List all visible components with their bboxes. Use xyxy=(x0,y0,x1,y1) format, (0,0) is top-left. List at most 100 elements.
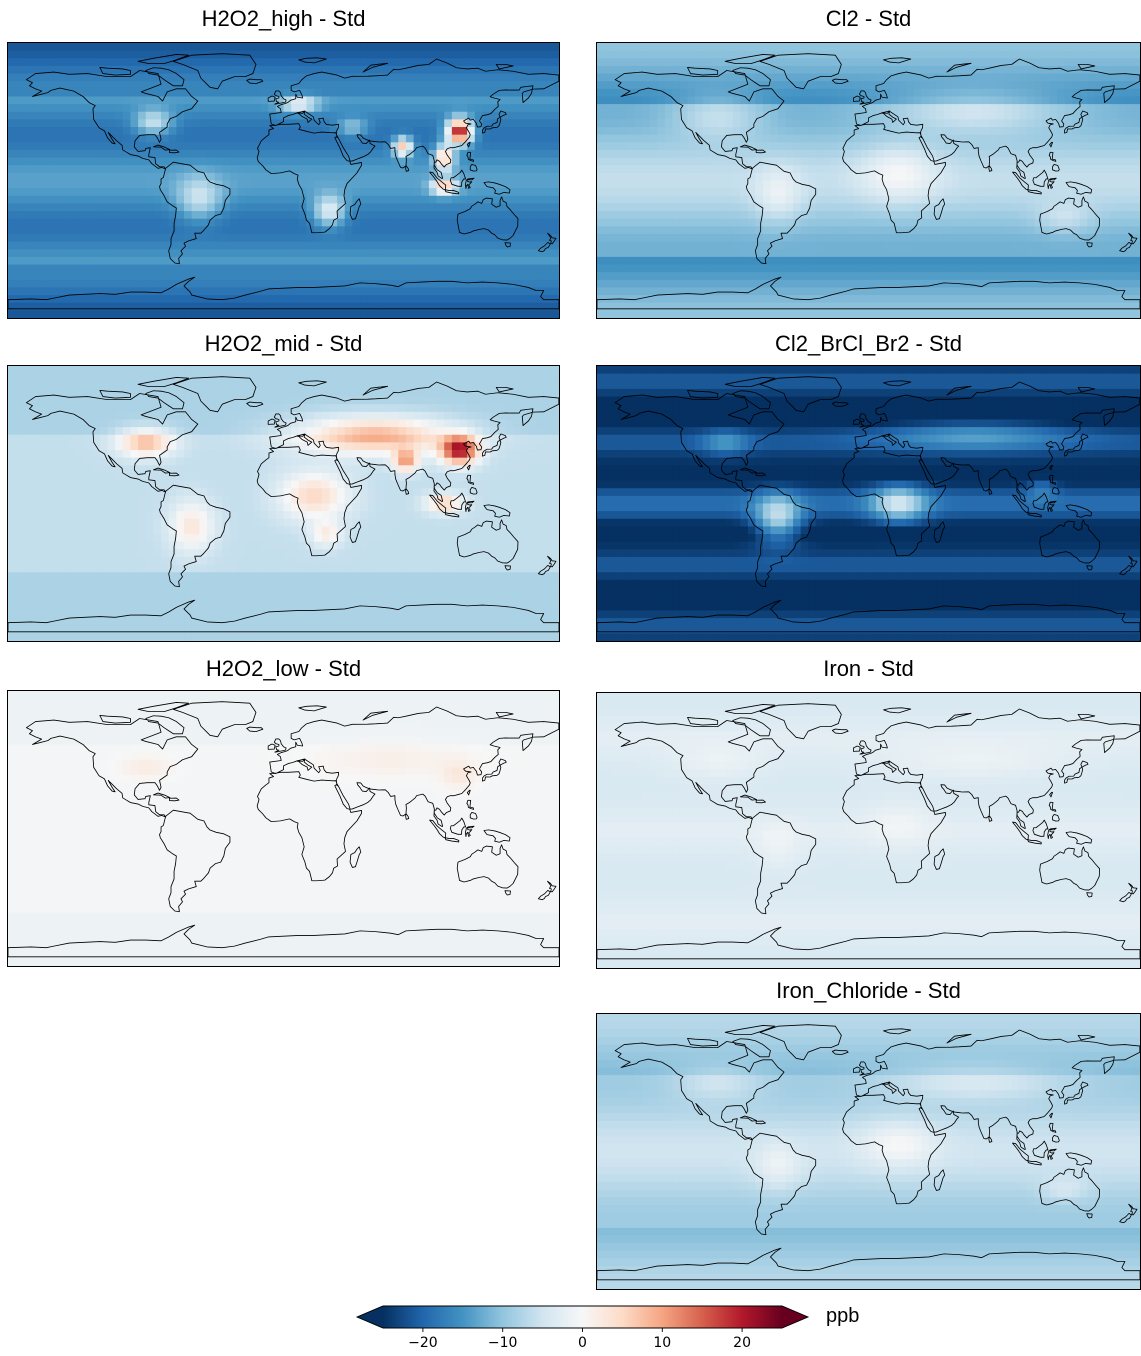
heatmap-cell xyxy=(360,272,369,281)
heatmap-cell xyxy=(474,195,483,204)
heatmap-cell xyxy=(344,104,353,113)
heatmap-cell xyxy=(421,58,430,67)
heatmap-cell xyxy=(672,43,681,52)
heatmap-cell xyxy=(344,149,353,159)
heatmap-cell xyxy=(876,73,885,82)
heatmap-cell xyxy=(436,134,445,143)
heatmap-cell xyxy=(1117,58,1126,67)
heatmap-cell xyxy=(76,279,85,288)
heatmap-cell xyxy=(838,226,847,235)
heatmap-cell xyxy=(214,111,223,120)
heatmap-cell xyxy=(778,218,786,227)
heatmap-cell xyxy=(528,127,537,136)
heatmap-cell xyxy=(1041,249,1050,258)
heatmap-cell xyxy=(717,256,726,265)
heatmap-cell xyxy=(868,233,877,243)
heatmap-cell xyxy=(551,264,559,273)
heatmap-cell xyxy=(853,188,862,197)
heatmap-cell xyxy=(543,256,552,265)
heatmap-cell xyxy=(298,279,307,288)
heatmap-cell xyxy=(291,249,300,258)
heatmap-cell xyxy=(474,149,483,159)
heatmap-cell xyxy=(1011,104,1020,113)
heatmap-cell xyxy=(770,96,779,105)
heatmap-cell xyxy=(1064,287,1073,296)
heatmap-cell xyxy=(732,256,741,265)
heatmap-cell xyxy=(815,119,824,128)
heatmap-cell xyxy=(467,188,476,197)
heatmap-cell xyxy=(321,310,330,318)
heatmap-cell xyxy=(830,119,839,128)
heatmap-cell xyxy=(184,142,193,151)
heatmap-cell xyxy=(61,256,70,265)
heatmap-cell xyxy=(710,233,719,243)
heatmap-cell xyxy=(943,180,952,189)
heatmap-cell xyxy=(853,233,862,243)
heatmap-cell xyxy=(436,211,445,220)
heatmap-cell xyxy=(913,73,922,82)
heatmap-cell xyxy=(619,50,628,59)
heatmap-cell xyxy=(1034,226,1043,235)
heatmap-cell xyxy=(1102,104,1111,113)
heatmap-cell xyxy=(853,256,862,265)
heatmap-cell xyxy=(314,43,323,52)
heatmap-cell xyxy=(800,96,809,105)
heatmap-cell xyxy=(936,65,945,75)
heatmap-cell xyxy=(740,58,749,67)
heatmap-cell xyxy=(184,218,193,227)
heatmap-cell xyxy=(168,180,177,189)
heatmap-cell xyxy=(61,295,70,304)
heatmap-cell xyxy=(184,211,193,220)
heatmap-cell xyxy=(444,249,453,258)
heatmap-cell xyxy=(252,81,262,90)
heatmap-cell xyxy=(913,241,922,250)
heatmap-cell xyxy=(360,211,369,220)
heatmap-cell xyxy=(830,264,839,273)
heatmap-cell xyxy=(30,81,40,90)
heatmap-cell xyxy=(237,104,246,113)
heatmap-cell xyxy=(959,111,967,120)
heatmap-cell xyxy=(252,218,262,227)
heatmap-cell xyxy=(184,96,193,105)
heatmap-cell xyxy=(1109,165,1118,174)
heatmap-cell xyxy=(321,81,330,90)
heatmap-cell xyxy=(845,272,854,281)
heatmap-cell xyxy=(800,142,809,151)
heatmap-cell xyxy=(467,195,476,204)
heatmap-cell xyxy=(245,256,254,265)
heatmap-cell xyxy=(421,233,430,243)
heatmap-cell xyxy=(823,241,832,250)
heatmap-cell xyxy=(876,58,885,67)
heatmap-cell xyxy=(252,149,262,159)
heatmap-cell xyxy=(717,104,726,113)
heatmap-cell xyxy=(1026,195,1035,204)
heatmap-cell xyxy=(612,264,621,273)
heatmap-cell xyxy=(321,96,330,105)
heatmap-cell xyxy=(1094,180,1103,189)
heatmap-cell xyxy=(15,119,24,128)
heatmap-cell xyxy=(482,88,491,97)
heatmap-cell xyxy=(928,134,937,143)
heatmap-cell xyxy=(444,149,453,159)
heatmap-cell xyxy=(755,233,764,243)
heatmap-cell xyxy=(785,111,794,120)
heatmap-cell xyxy=(130,241,139,250)
heatmap-cell xyxy=(687,287,696,296)
heatmap-cell xyxy=(778,96,786,105)
heatmap-cell xyxy=(762,81,771,90)
heatmap-cell xyxy=(1109,241,1118,250)
heatmap-cell xyxy=(725,272,734,281)
heatmap-cell xyxy=(451,211,460,220)
heatmap-cell xyxy=(1011,172,1020,181)
heatmap-cell xyxy=(122,172,131,181)
heatmap-cell xyxy=(145,310,154,318)
heatmap-cell xyxy=(1132,287,1140,296)
heatmap-cell xyxy=(436,119,445,128)
heatmap-cell xyxy=(785,188,794,197)
heatmap-cell xyxy=(61,188,70,197)
heatmap-cell xyxy=(830,127,839,136)
heatmap-cell xyxy=(490,149,499,159)
heatmap-cell xyxy=(99,172,108,181)
heatmap-cell xyxy=(275,203,284,212)
heatmap-cell xyxy=(367,218,376,227)
